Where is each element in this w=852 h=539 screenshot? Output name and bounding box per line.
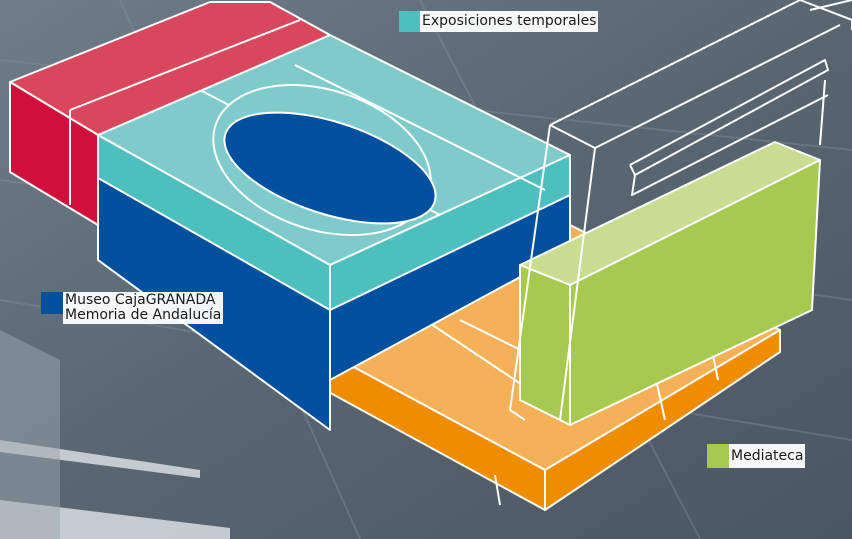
museo-label-line2: Memoria de Andalucía xyxy=(65,307,222,323)
legend-exposiciones: Exposiciones temporales xyxy=(399,11,599,32)
oval-opening-inner xyxy=(223,111,437,225)
mediateca-block-side xyxy=(569,159,821,426)
legend-mediateca: Mediateca xyxy=(707,444,806,468)
museo-label-line1: Museo CajaGRANADA xyxy=(65,292,216,308)
mediateca-label: Mediateca xyxy=(729,444,806,468)
legend-museo: Museo CajaGRANADA Memoria de Andalucía xyxy=(41,292,224,324)
red-block-front xyxy=(9,81,99,226)
exposiciones-label: Exposiciones temporales xyxy=(420,11,599,32)
mediateca-swatch xyxy=(707,444,729,468)
museo-swatch xyxy=(41,292,63,314)
wireframe-tower xyxy=(509,0,852,421)
exposiciones-block-side xyxy=(329,154,571,311)
exposiciones-swatch xyxy=(399,11,420,32)
orange-block-side xyxy=(544,329,781,511)
museo-label: Museo CajaGRANADA Memoria de Andalucía xyxy=(63,292,224,324)
